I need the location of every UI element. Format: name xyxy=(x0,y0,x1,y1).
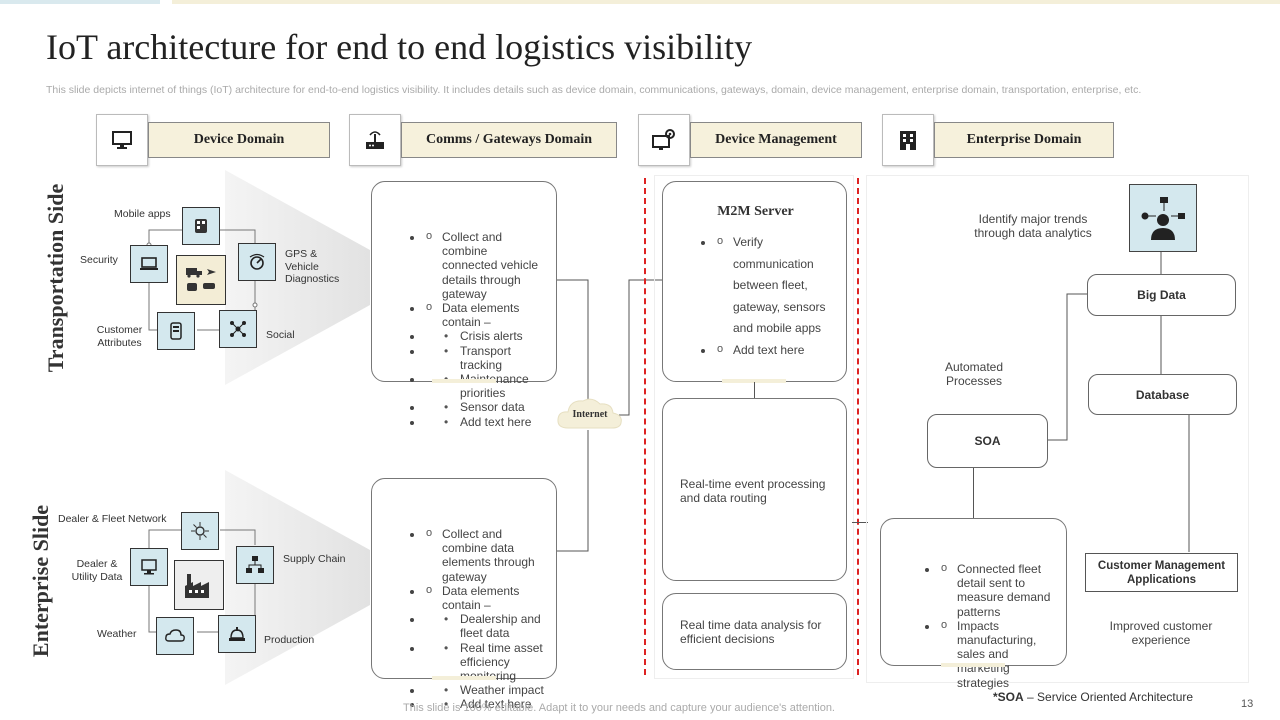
internet-connectors xyxy=(557,279,663,552)
dealer-utility-data-icon xyxy=(130,548,168,586)
monitor-icon xyxy=(96,114,148,166)
gps-diagnostics-icon xyxy=(238,243,276,281)
soa-node: SOA xyxy=(927,414,1048,468)
label-production: Production xyxy=(264,634,315,646)
page-title: IoT architecture for end to end logistic… xyxy=(46,27,753,67)
box-tab xyxy=(432,676,496,680)
gateway-transport-list: Collect and combine connected vehicle de… xyxy=(384,229,546,429)
connector xyxy=(852,522,868,523)
list-item: Add text here xyxy=(715,339,836,362)
m2m-server-box: M2M Server Verify communication between … xyxy=(662,181,847,382)
transport-funnel xyxy=(225,170,370,385)
soa-footnote-abbr: *SOA xyxy=(993,690,1024,704)
header-comms-gateways: Comms / Gateways Domain xyxy=(401,122,617,158)
building-icon xyxy=(882,114,934,166)
m2m-server-title: M2M Server xyxy=(717,204,794,219)
list-item: Transport tracking xyxy=(424,344,546,372)
label-dealer-fleet: Dealer & Fleet Network xyxy=(58,513,167,525)
security-icon xyxy=(130,245,168,283)
label-weather: Weather xyxy=(97,628,137,640)
device-management-frame xyxy=(654,175,854,679)
list-item: Crisis alerts xyxy=(424,329,546,343)
database-node: Database xyxy=(1088,374,1237,415)
customer-management-node: Customer Management Applications xyxy=(1085,553,1238,592)
label-mobile-apps: Mobile apps xyxy=(114,208,171,220)
enterprise-funnel xyxy=(225,470,370,685)
list-item: Dealership and fleet data xyxy=(424,612,550,640)
internet-cloud-icon xyxy=(557,398,622,429)
separator-dashed-right xyxy=(857,178,859,675)
improved-experience-text: Improved customer experience xyxy=(1109,619,1213,648)
top-accent-bar-right xyxy=(172,0,1280,4)
label-security: Security xyxy=(80,254,118,266)
list-item: Sensor data xyxy=(424,400,546,414)
separator-dashed-left xyxy=(644,178,646,675)
footer-note: This slide is 100% editable. Adapt it to… xyxy=(403,702,835,714)
list-item: Collect and combine connected vehicle de… xyxy=(424,229,546,301)
side-title-transportation: Transportation Side xyxy=(43,183,68,373)
supply-chain-icon xyxy=(236,546,274,584)
gateway-enterprise-box: Collect and combine data elements throug… xyxy=(371,478,557,712)
list-item: Impacts manufacturing, sales and marketi… xyxy=(939,618,1058,690)
data-analysis-text: Real time data analysis for efficient de… xyxy=(680,618,822,647)
enterprise-connectors xyxy=(1048,252,1190,552)
side-title-enterprise: Enterprise Slide xyxy=(28,504,53,658)
big-data-node: Big Data xyxy=(1087,274,1236,316)
list-item: Verify communication between fleet, gate… xyxy=(715,231,836,340)
data-analysis-box: Real time data analysis for efficient de… xyxy=(662,593,847,670)
automated-processes-text: Automated Processes xyxy=(944,360,1004,389)
transport-vehicles-icon xyxy=(176,255,226,305)
connector xyxy=(973,468,974,518)
customer-attributes-icon xyxy=(157,312,195,350)
production-icon xyxy=(218,615,256,653)
trends-text: Identify major trends through data analy… xyxy=(974,212,1092,241)
gateway-transport-box: Collect and combine connected vehicle de… xyxy=(371,181,557,429)
header-enterprise-domain: Enterprise Domain xyxy=(934,122,1114,158)
label-supply-chain: Supply Chain xyxy=(283,553,346,565)
soa-footnote: *SOA – Service Oriented Architecture xyxy=(993,690,1193,704)
list-item: Connected fleet detail sent to measure d… xyxy=(939,561,1058,619)
social-icon xyxy=(219,310,257,348)
router-icon xyxy=(349,114,401,166)
list-item: Add text here xyxy=(424,415,546,429)
label-dealer-utility: Dealer & Utility Data xyxy=(71,558,123,583)
label-customer-attributes: Customer Attributes xyxy=(96,324,143,349)
box-tab xyxy=(941,663,1005,667)
top-accent-bar-left xyxy=(0,0,160,4)
dealer-fleet-network-icon xyxy=(181,512,219,550)
internet-label: Internet xyxy=(572,409,608,420)
label-gps: GPS & Vehicle Diagnostics xyxy=(285,248,340,285)
mobile-apps-icon xyxy=(182,207,220,245)
box-tab xyxy=(722,379,786,383)
gear-monitor-icon xyxy=(638,114,690,166)
header-device-domain: Device Domain xyxy=(148,122,330,158)
event-processing-text: Real-time event processing and data rout… xyxy=(680,477,826,506)
list-item: Data elements contain – xyxy=(424,583,550,612)
connector xyxy=(754,382,755,398)
soa-footnote-text: – Service Oriented Architecture xyxy=(1023,690,1194,704)
event-processing-box: Real-time event processing and data rout… xyxy=(662,398,847,581)
box-tab xyxy=(432,379,496,383)
soa-detail-list: Connected fleet detail sent to measure d… xyxy=(899,561,1058,690)
list-item: Weather impact xyxy=(424,683,550,697)
list-item: Collect and combine data elements throug… xyxy=(424,526,550,584)
header-device-management: Device Management xyxy=(690,122,862,158)
m2m-server-list: Verify communication between fleet, gate… xyxy=(675,231,836,362)
list-item: Data elements contain – xyxy=(424,300,546,329)
label-social: Social xyxy=(266,329,295,341)
weather-icon xyxy=(156,617,194,655)
soa-detail-box: Connected fleet detail sent to measure d… xyxy=(880,518,1067,690)
factory-icon xyxy=(174,560,224,610)
analytics-person-icon xyxy=(1129,184,1197,252)
gateway-enterprise-list: Collect and combine data elements throug… xyxy=(384,526,550,712)
page-number: 13 xyxy=(1241,698,1254,710)
slide-description: This slide depicts internet of things (I… xyxy=(46,84,1142,96)
list-item: Add text here xyxy=(424,697,550,711)
list-item: Maintenance priorities xyxy=(424,372,546,400)
